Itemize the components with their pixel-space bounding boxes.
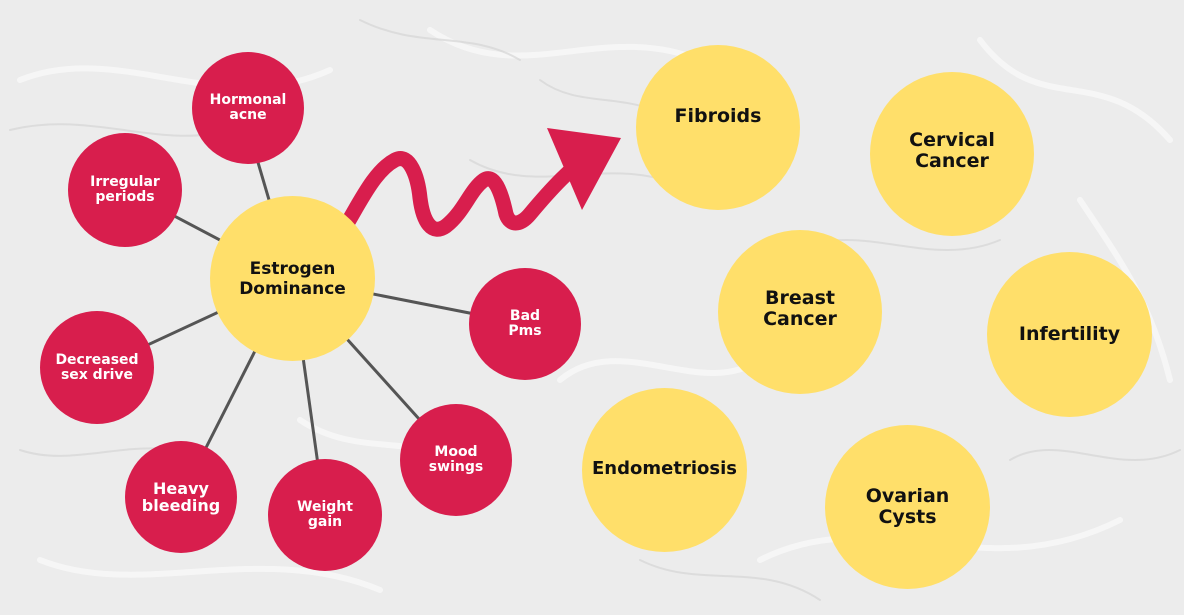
symptom-label-line1: Weight [297,499,353,515]
condition-infertility: Infertility [987,252,1152,417]
condition-label: Cervical Cancer [903,130,1001,172]
condition-fibroids: Fibroids [636,45,800,210]
symptom-label-line1: Heavy [153,479,209,498]
symptom-label-line2: bleeding [141,496,221,515]
symptom-decreased-sex-drive: Decreased sex drive [40,311,154,424]
symptom-mood-swings: Mood swings [400,404,512,516]
symptom-label-line2: Pms [508,323,542,339]
symptom-hormonal-acne: Hormonal acne [192,52,304,164]
condition-label-line2: Cysts [878,506,937,528]
condition-endometriosis: Endometriosis [582,388,747,552]
condition-breast-cancer: Breast Cancer [718,230,882,394]
symptom-bad-pms: Bad Pms [469,268,581,380]
symptom-label: Decreased sex drive [49,351,144,383]
symptom-irregular-periods: Irregular periods [68,133,182,247]
symptom-label-line2: swings [428,459,484,475]
symptom-label: Hormonal acne [204,93,293,123]
symptom-label-line2: acne [229,107,267,123]
center-label-line2: Dominance [239,278,346,299]
symptom-label: Bad Pms [502,309,547,339]
symptom-label-line1: Irregular [90,174,160,190]
symptom-label-line1: Mood [434,444,478,460]
condition-label-line1: Breast [765,287,835,309]
symptom-label-line2: gain [307,514,343,530]
symptom-label: Mood swings [423,445,489,475]
condition-label: Fibroids [669,106,768,127]
condition-cervical-cancer: Cervical Cancer [870,72,1034,236]
condition-label-line1: Endometriosis [592,457,737,479]
symptom-label-line1: Bad [509,308,541,324]
center-label: Estrogen Dominance [233,259,352,299]
condition-label: Endometriosis [592,458,737,479]
condition-label-line1: Infertility [1018,323,1121,345]
condition-label-line1: Fibroids [674,105,762,127]
condition-ovarian-cysts: Ovarian Cysts [825,425,990,589]
condition-label-line2: Cancer [915,150,989,172]
condition-label: Ovarian Cysts [860,486,956,528]
symptom-label-line2: sex drive [60,366,134,383]
symptom-label-line1: Decreased [55,351,139,368]
estrogen-dominance-node: Estrogen Dominance [210,196,375,361]
symptom-weight-gain: Weight gain [268,459,382,571]
condition-label: Infertility [1013,324,1126,345]
condition-label-line2: Cancer [763,308,837,330]
symptom-label: Weight gain [291,500,359,530]
symptom-label-line1: Hormonal [209,92,287,108]
symptom-heavy-bleeding: Heavy bleeding [125,441,237,553]
symptom-label: Heavy bleeding [136,480,226,514]
condition-label-line1: Ovarian [865,485,950,507]
symptom-label-line2: periods [95,189,155,205]
symptom-label: Irregular periods [84,175,166,205]
condition-label: Breast Cancer [757,288,843,330]
center-label-line1: Estrogen [249,258,336,279]
condition-label-line1: Cervical [909,129,995,151]
